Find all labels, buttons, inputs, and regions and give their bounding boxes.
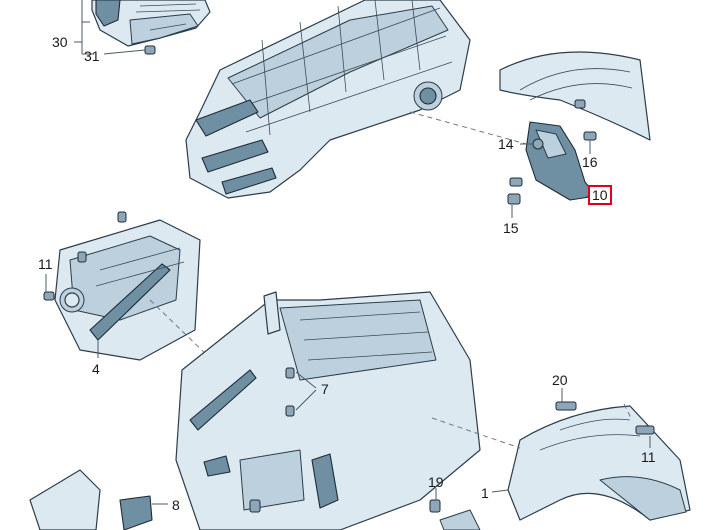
front-fender (429, 401, 691, 530)
callout-7[interactable]: 7 (321, 381, 329, 397)
screw-20 (555, 401, 577, 411)
pillar-bracket-left (43, 211, 201, 361)
callout-20[interactable]: 20 (552, 372, 568, 388)
callout-10[interactable]: 10 (588, 185, 612, 205)
callout-11-left[interactable]: 11 (38, 256, 53, 272)
mudflap-assembly (499, 51, 651, 205)
callout-16[interactable]: 16 (582, 154, 598, 170)
callout-14[interactable]: 14 (498, 136, 514, 152)
callout-4[interactable]: 4 (92, 361, 100, 377)
van-body-shell (185, 0, 471, 199)
rear-wheel-arch-panel (91, 0, 211, 55)
callout-15[interactable]: 15 (503, 220, 519, 236)
clip-19 (429, 499, 441, 513)
callout-31[interactable]: 31 (84, 48, 100, 64)
screw-11 (635, 425, 655, 435)
callout-1[interactable]: 1 (481, 485, 489, 501)
callout-8[interactable]: 8 (172, 497, 180, 513)
lower-bracket-8 (29, 469, 153, 530)
callout-19[interactable]: 19 (428, 474, 444, 490)
clip-31 (144, 45, 156, 55)
callout-11-right[interactable]: 11 (641, 449, 656, 465)
callout-30[interactable]: 30 (52, 34, 68, 50)
body-side-lower (175, 291, 481, 530)
